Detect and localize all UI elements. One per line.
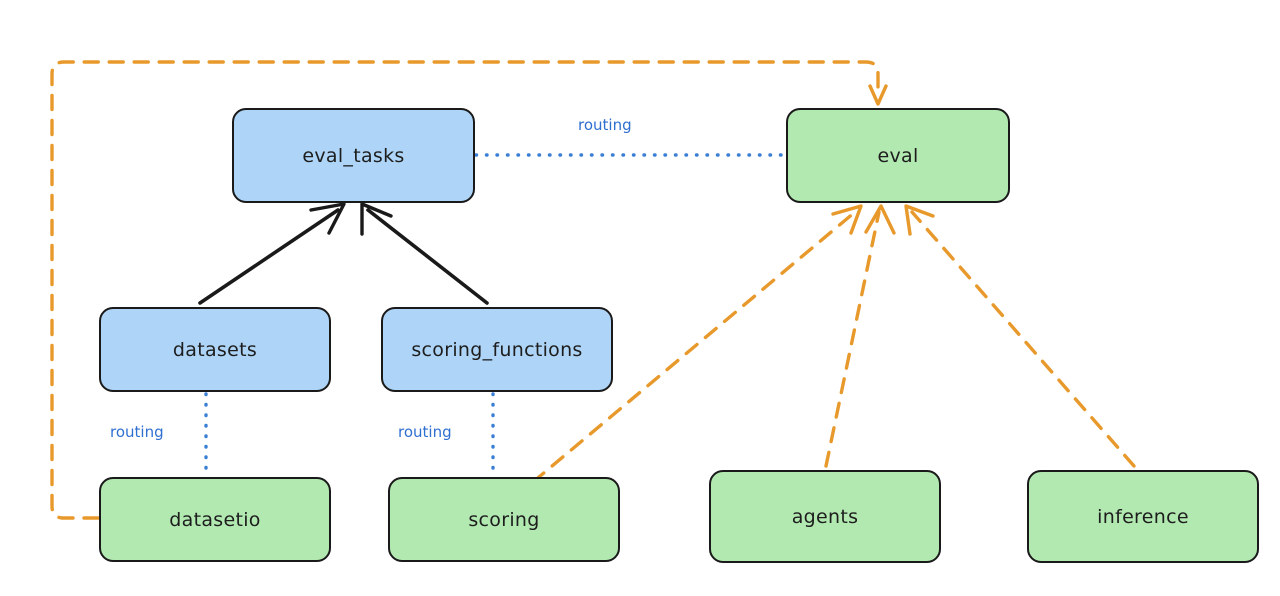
edge-inference-to-eval — [904, 204, 1136, 468]
node-label: agents — [791, 505, 859, 528]
node-eval-tasks[interactable]: eval_tasks — [232, 108, 475, 203]
node-eval[interactable]: eval — [786, 108, 1010, 203]
node-inference[interactable]: inference — [1027, 470, 1259, 563]
node-datasetio[interactable]: datasetio — [99, 477, 331, 562]
node-label: scoring_functions — [411, 338, 583, 361]
edge-label-routing-datasetio: routing — [110, 423, 164, 441]
edge-datasetio-to-eval — [50, 60, 888, 520]
node-scoring[interactable]: scoring — [388, 477, 620, 562]
node-agents[interactable]: agents — [709, 470, 941, 563]
node-label: eval_tasks — [302, 144, 405, 167]
edge-datasets-to-eval-tasks — [198, 202, 346, 305]
node-label: datasets — [172, 338, 258, 361]
edge-label-routing-eval: routing — [578, 116, 632, 134]
edge-scoring-to-eval — [531, 204, 863, 484]
edge-scoring-functions-to-eval-tasks — [360, 202, 489, 305]
node-label: datasetio — [169, 508, 261, 531]
edge-label-routing-scoring: routing — [398, 423, 452, 441]
node-label: inference — [1097, 505, 1189, 528]
node-scoring-functions[interactable]: scoring_functions — [381, 307, 613, 392]
node-datasets[interactable]: datasets — [99, 307, 331, 392]
node-label: scoring — [468, 508, 540, 531]
node-label: eval — [877, 144, 919, 167]
edge-agents-to-eval — [824, 204, 896, 468]
